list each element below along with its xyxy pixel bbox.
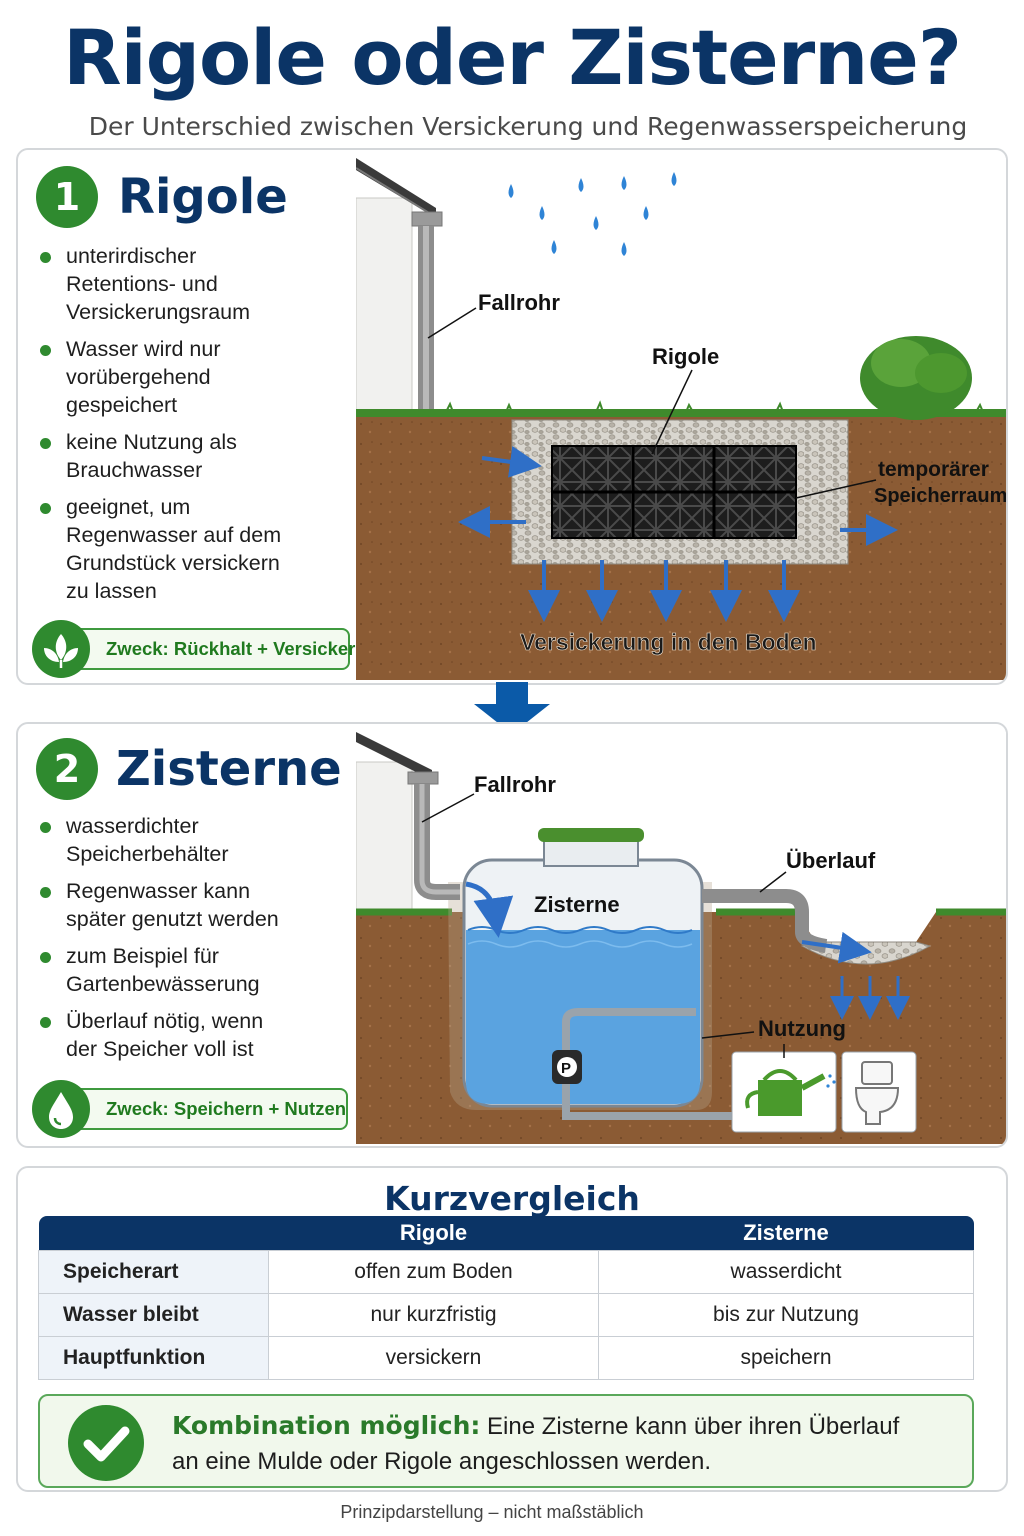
bullet-line: zu lassen <box>66 579 157 603</box>
bullet-line: Brauchwasser <box>66 458 203 482</box>
rigole-label-downpipe: Fallrohr <box>478 290 560 315</box>
cistern-purpose-badge: Zweck: Speichern + Nutzen <box>32 1080 348 1138</box>
leaf-icon <box>32 620 90 678</box>
cistern-label-cistern: Zisterne <box>534 892 620 917</box>
combination-text-1: Eine Zisterne kann über ihren Überlauf <box>487 1413 900 1440</box>
page-title: Rigole oder Zisterne? <box>63 13 962 102</box>
combination-note: Kombination möglich: Eine Zisterne kann … <box>38 1394 974 1488</box>
pump-label: P <box>561 1060 571 1077</box>
table-header-row: Rigole Zisterne <box>38 1216 974 1250</box>
table-cell: speichern <box>598 1335 974 1380</box>
cistern-label-usage: Nutzung <box>758 1016 846 1041</box>
bullet-line: zum Beispiel für <box>66 944 219 968</box>
bullet-line: der Speicher voll ist <box>66 1037 254 1061</box>
bullet-line: unterirdischer <box>66 244 197 268</box>
rigole-purpose-text: Zweck: Rückhalt + Versickerung <box>106 638 390 659</box>
bullet-line: vorübergehend <box>66 365 211 389</box>
table-header-cell: Rigole <box>268 1216 599 1250</box>
table-cell: versickern <box>268 1335 599 1380</box>
bullet-line: Speicherbehälter <box>66 842 229 866</box>
check-icon <box>68 1405 144 1481</box>
watering-can-icon <box>745 1069 836 1116</box>
table-cell: nur kurzfristig <box>268 1292 599 1337</box>
bullet-line: Retentions- und <box>66 272 218 296</box>
combination-heading: Kombination möglich: <box>172 1411 481 1440</box>
bullet-line: Gartenbewässerung <box>66 972 260 996</box>
bullet-line: Regenwasser kann <box>66 879 251 903</box>
comparison-title: Kurzvergleich <box>384 1179 640 1218</box>
page-subtitle: Der Unterschied zwischen Versickerung un… <box>88 112 968 141</box>
bullet-line: Überlauf nötig, wenn <box>66 1009 264 1033</box>
section-number-2: 2 <box>36 738 98 800</box>
table-row-label: Hauptfunktion <box>38 1335 269 1380</box>
cistern-illustration: P Fallrohr Zisterne Überlauf Nutzung <box>356 732 1006 1144</box>
bullet-line: keine Nutzung als <box>66 430 237 454</box>
bullet-line: Wasser wird nur <box>66 337 221 361</box>
table-header-cell <box>38 1216 269 1250</box>
table-row: Speicherart offen zum Boden wasserdicht <box>38 1249 974 1294</box>
cistern-purpose-text: Zweck: Speichern + Nutzen <box>106 1098 347 1119</box>
footnote: Prinzipdarstellung – nicht maßstäblich <box>340 1502 644 1522</box>
table-row: Hauptfunktion versickern speichern <box>38 1335 974 1380</box>
bullet-line: später genutzt werden <box>66 907 279 931</box>
rigole-label-infiltration: Versickerung in den Boden <box>520 629 817 655</box>
cistern-label-overflow: Überlauf <box>786 848 876 873</box>
rigole-illustration: Fallrohr Rigole temporärer Speicherraum … <box>356 158 1007 680</box>
rigole-label-rigole: Rigole <box>652 344 719 369</box>
bullet-line: Versickerungsraum <box>66 300 251 324</box>
table-header-cell: Zisterne <box>598 1216 974 1250</box>
rigole-label-temp1: temporärer <box>878 458 989 481</box>
bullet-line: Grundstück versickern <box>66 551 280 575</box>
bullet-line: Regenwasser auf dem <box>66 523 282 547</box>
table-cell: offen zum Boden <box>268 1249 599 1294</box>
water-drop-icon <box>32 1080 90 1138</box>
rigole-label-temp2: Speicherraum <box>874 485 1007 507</box>
down-arrow-icon <box>474 682 550 734</box>
bullet-line: gespeichert <box>66 393 178 417</box>
rigole-title: Rigole <box>118 169 288 225</box>
table-row-label: Wasser bleibt <box>38 1292 269 1337</box>
table-row-label: Speicherart <box>38 1249 269 1294</box>
cistern-bullet: Überlauf nötig, wenn der Speicher voll is… <box>38 1007 358 1063</box>
cistern-label-downpipe: Fallrohr <box>474 772 556 797</box>
combination-text-2: an eine Mulde oder Rigole angeschlossen … <box>172 1448 712 1475</box>
comparison-table: Rigole Zisterne Speicherart offen zum Bo… <box>38 1216 974 1380</box>
cistern-bullet: Regenwasser kann später genutzt werden <box>38 877 358 933</box>
comparison-panel: Kurzvergleich Rigole Zisterne Speicherar… <box>16 1166 1008 1492</box>
toilet-icon <box>854 1061 900 1125</box>
bullet-line: geeignet, um <box>66 495 191 519</box>
cistern-title: Zisterne <box>116 741 342 797</box>
bullet-line: wasserdichter <box>66 814 199 838</box>
section-number-1: 1 <box>36 166 98 228</box>
rigole-bullet: Wasser wird nur vorübergehend gespeichert <box>38 335 358 419</box>
table-row: Wasser bleibt nur kurzfristig bis zur Nu… <box>38 1292 974 1337</box>
table-cell: bis zur Nutzung <box>598 1292 974 1337</box>
table-cell: wasserdicht <box>598 1249 974 1294</box>
rigole-purpose-badge: Zweck: Rückhalt + Versickerung <box>32 620 389 678</box>
